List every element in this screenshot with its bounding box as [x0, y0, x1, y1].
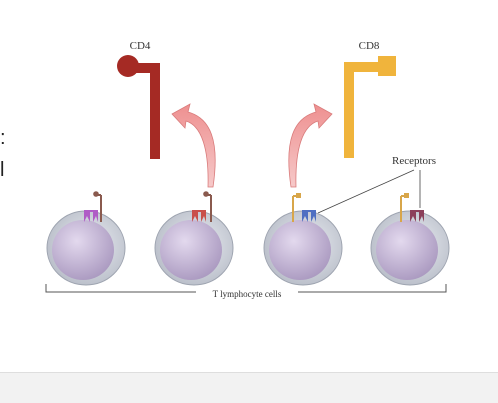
- arrow-to-cd8: [288, 103, 333, 188]
- receptor: [400, 193, 424, 222]
- t-lymphocyte-cell: [263, 193, 343, 286]
- cells-label: T lymphocyte cells: [213, 289, 282, 299]
- receptor: [84, 191, 102, 222]
- receptor-pointer-line: [317, 169, 415, 214]
- receptor: [292, 193, 316, 222]
- cd4-label: CD4: [130, 40, 151, 52]
- bottom-panel: [0, 372, 498, 403]
- cutoff-letter: l: [0, 159, 5, 181]
- t-lymphocyte-cell: [154, 191, 234, 286]
- arrow-to-cd4: [171, 103, 216, 188]
- receptors-label: Receptors: [392, 155, 436, 167]
- cutoff-colon: :: [0, 127, 6, 149]
- t-lymphocyte-cell: [46, 191, 126, 286]
- cd4-molecule: [117, 55, 160, 159]
- t-lymphocyte-cell: [370, 193, 450, 286]
- cd8-molecule: [344, 56, 396, 158]
- receptor: [192, 191, 212, 222]
- cd8-label: CD8: [359, 40, 380, 52]
